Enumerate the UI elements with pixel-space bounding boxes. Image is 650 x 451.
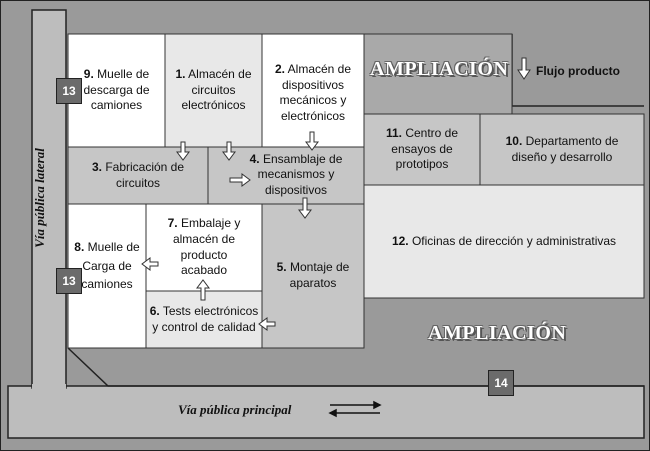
zone-3-label: Fabricación de circuitos — [105, 160, 185, 190]
zone-12: 12. Oficinas de dirección y administrati… — [366, 187, 642, 296]
zone-8-number: 8. — [74, 240, 85, 254]
zone-7: 7. Embalaje y almacén de producto acabad… — [150, 206, 258, 289]
main-road — [7, 385, 645, 439]
zone-10: 10. Departamento de diseño y desarrollo — [482, 116, 642, 183]
zone-11-number: 11. — [385, 126, 402, 141]
expansion-area-top — [363, 33, 513, 115]
lateral-road — [31, 9, 67, 389]
zone-5-shape — [261, 203, 365, 349]
road-junction — [32, 384, 66, 390]
zone-7-label: Embalaje y almacén de producto acabado — [172, 216, 241, 278]
zone-12-label: Oficinas de dirección y administrativas — [411, 233, 617, 248]
legend-flow-label: Flujo producto — [536, 64, 620, 78]
expansion-label-bottom: AMPLIACIÓN — [428, 322, 567, 344]
zone-12-shape — [363, 184, 645, 299]
zone-2-label: Almacén de dispositivos mecánicos y elec… — [279, 62, 352, 123]
zone-6-number: 6. — [149, 303, 160, 318]
flow-arrow-1-to-4 — [222, 141, 236, 161]
zone-2-shape — [261, 33, 365, 148]
zone-2-number: 2. — [274, 62, 285, 76]
site-boundary-bottom — [67, 347, 644, 387]
zone-2: 2. Almacén de dispositivos mecánicos y e… — [266, 36, 360, 136]
zone-8-label: Muelle de Carga de camiones — [81, 240, 140, 292]
zone-5-label: Montaje de aparatos — [289, 260, 350, 290]
zone-10-label: Departamento de diseño y desarrollo — [511, 133, 619, 164]
flow-arrow-5-to-6 — [258, 317, 276, 331]
down-arrow-icon — [517, 57, 531, 80]
zone-6: 6. Tests electrónicos y control de calid… — [148, 293, 260, 346]
flow-arrows — [141, 57, 531, 331]
zone-1: 1. Almacén de circuitos electrónicos — [170, 36, 257, 145]
zone-3: 3. Fabricación de circuitos — [70, 150, 206, 202]
flow-arrow-4-to-5 — [298, 197, 312, 219]
zone-1-shape — [164, 33, 263, 148]
badge-13-bottom: 13 — [56, 268, 82, 294]
zone-4-label: Ensamblaje de mecanismos y dispositivos — [257, 151, 343, 197]
main-road-label: Vía pública principal — [178, 402, 292, 417]
zone-8: 8. Muelle de Carga de camiones — [70, 206, 144, 346]
zone-12-number: 12. — [391, 233, 409, 248]
badge-14: 14 — [488, 370, 514, 396]
zone-5-number: 5. — [276, 260, 287, 275]
zone-11-label: Centro de ensayos de prototipos — [391, 126, 459, 172]
zone-4-number: 4. — [249, 151, 260, 166]
zone-1-label: Almacén de circuitos electrónicos — [181, 67, 252, 113]
flow-arrow-3-to-4 — [229, 173, 251, 187]
zone-3-number: 3. — [91, 160, 102, 175]
zone-5: 5. Montaje de aparatos — [266, 206, 360, 346]
flow-arrow-1-to-3 — [176, 141, 190, 161]
zone-7-shape — [145, 203, 263, 292]
expansion-label-top: AMPLIACIÓN — [370, 58, 509, 80]
lateral-road-label: Vía pública lateral — [32, 148, 47, 248]
zone-9-number: 9. — [83, 67, 94, 82]
zone-11-shape — [363, 113, 481, 186]
flow-arrow-2-to-4 — [305, 131, 319, 151]
zone-6-label: Tests electrónicos y control de calidad — [152, 303, 259, 334]
two-way-traffic-icon — [328, 400, 382, 418]
zone-1-number: 1. — [175, 67, 186, 82]
flow-arrow-7-to-8 — [141, 257, 159, 271]
zone-9: 9. Muelle de descarga de camiones — [70, 36, 163, 145]
zone-4: 4. Ensamblaje de mecanismos y dispositiv… — [230, 149, 362, 201]
badge-13-top: 13 — [56, 78, 82, 104]
zone-4-shape — [207, 146, 365, 205]
zone-9-label: Muelle de descarga de camiones — [83, 67, 150, 113]
zone-11: 11. Centro de ensayos de prototipos — [366, 116, 478, 183]
zone-7-number: 7. — [167, 216, 178, 231]
flow-arrow-6-to-7 — [196, 279, 210, 301]
zone-10-number: 10. — [505, 133, 523, 148]
zone-10-shape — [479, 113, 645, 186]
